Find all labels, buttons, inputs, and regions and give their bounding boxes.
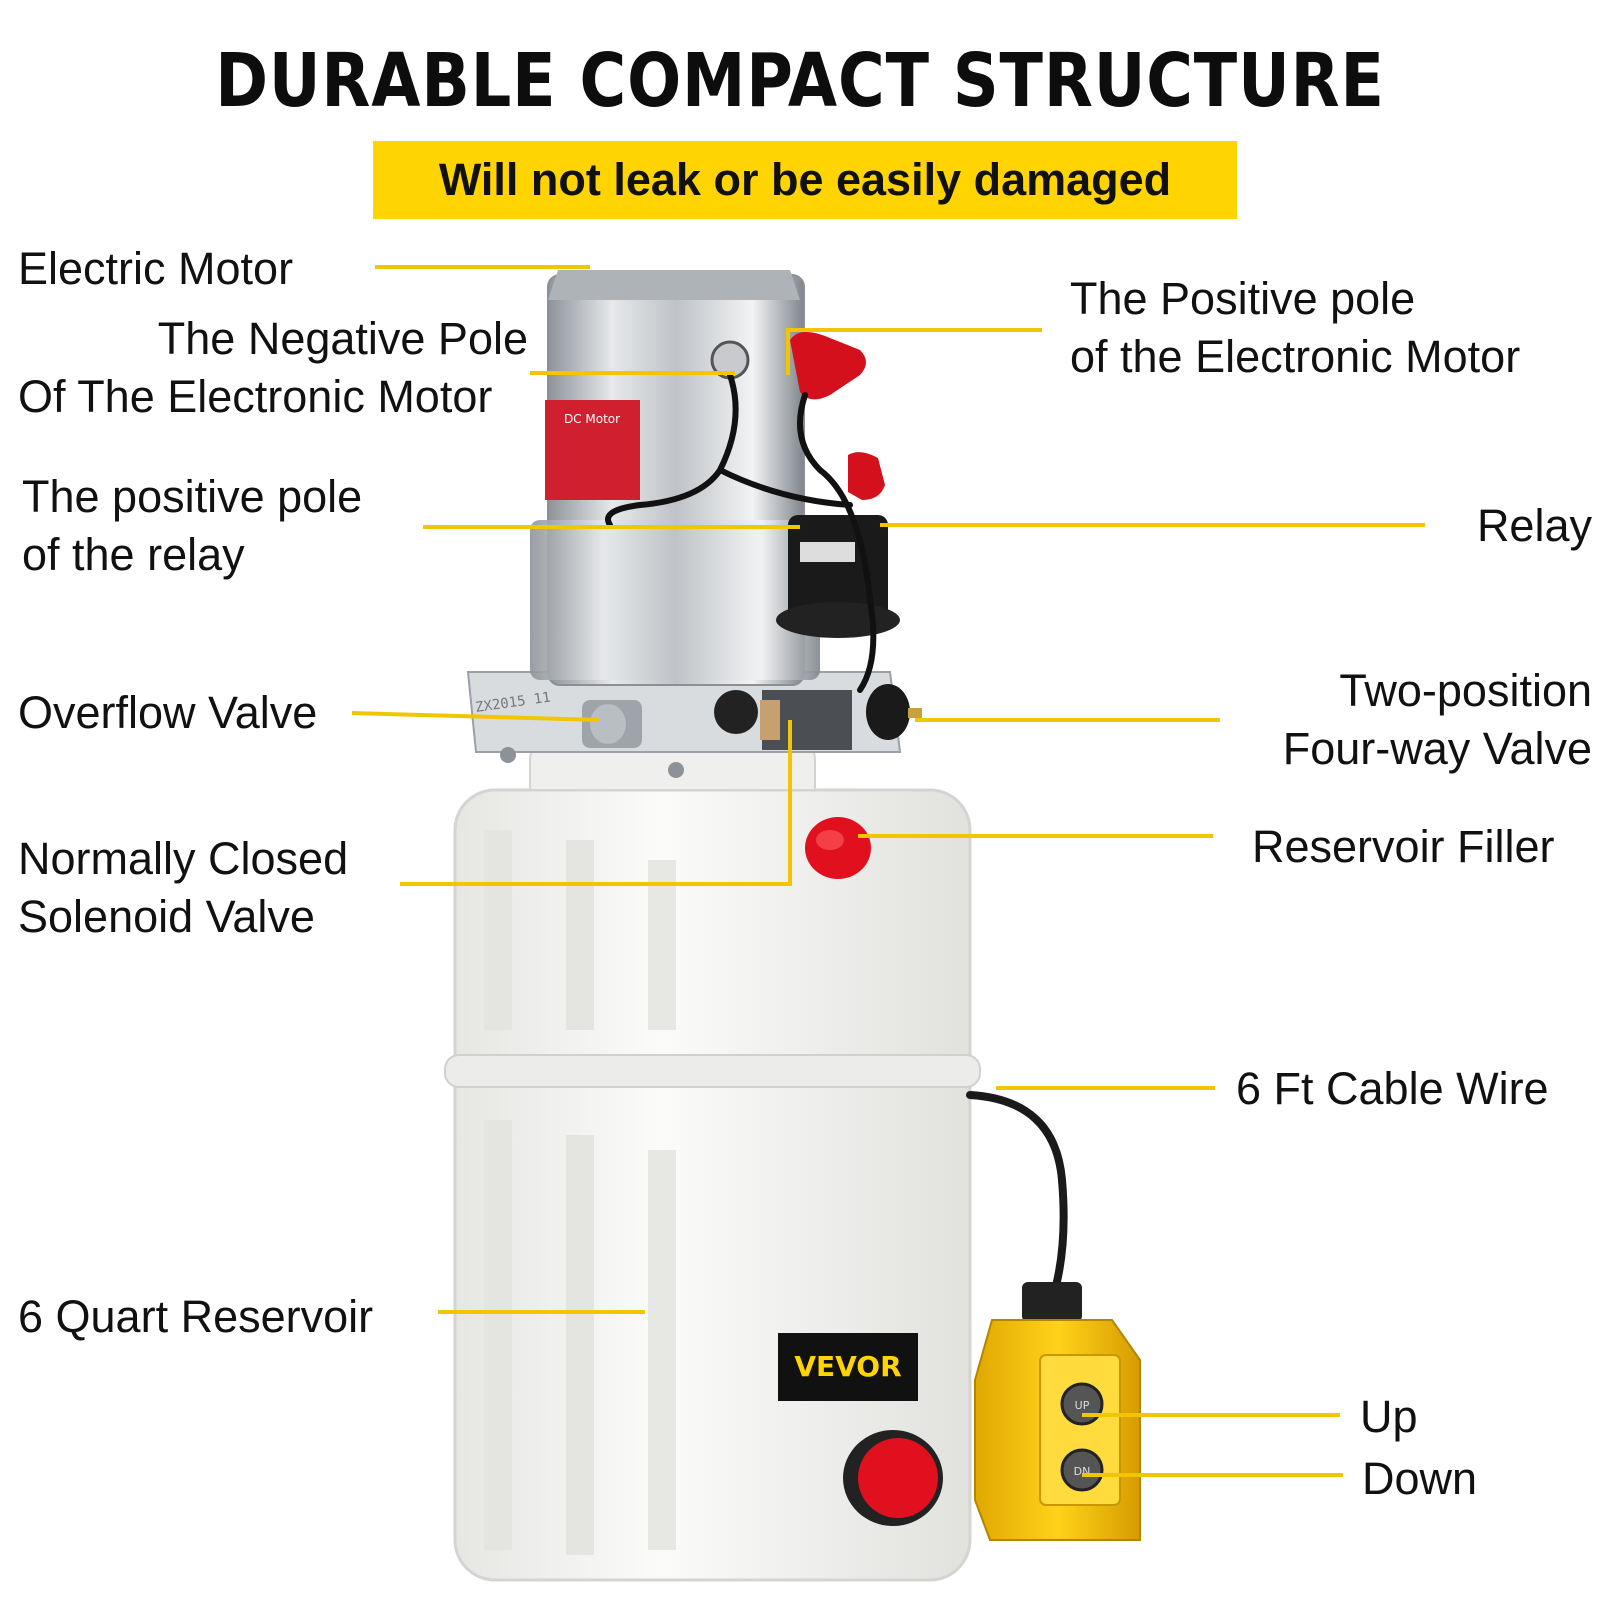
terminal-boots xyxy=(790,331,885,500)
svg-text:VEVOR: VEVOR xyxy=(794,1350,901,1383)
reservoir-filler-cap xyxy=(805,817,871,879)
page-title: DURABLE COMPACT STRUCTURE xyxy=(215,38,1385,124)
label-relay: Relay xyxy=(1476,500,1592,551)
label-solenoid-line2: Solenoid Valve xyxy=(18,891,315,942)
leader-solenoid-valve xyxy=(400,720,792,886)
label-fourway-line1: Two-position xyxy=(1339,665,1592,716)
controller-cable xyxy=(966,1091,1068,1304)
drain-cap xyxy=(843,1430,943,1526)
electric-motor: DC Motor xyxy=(530,270,820,686)
label-motor-positive-line1: The Positive pole xyxy=(1070,273,1416,324)
svg-text:UP: UP xyxy=(1075,1399,1090,1412)
leader-motor-positive xyxy=(786,328,1042,375)
label-fourway-line2: Four-way Valve xyxy=(1282,723,1592,774)
down-button: DN xyxy=(1060,1448,1104,1492)
label-overflow-valve: Overflow Valve xyxy=(18,687,318,738)
motor-wires xyxy=(605,372,877,693)
label-reservoir-filler: Reservoir Filler xyxy=(1252,821,1555,872)
label-relay-positive-line1: The positive pole xyxy=(22,471,363,522)
label-reservoir: 6 Quart Reservoir xyxy=(18,1291,374,1342)
label-solenoid-line1: Normally Closed xyxy=(18,833,349,884)
pendant-controller xyxy=(974,1282,1141,1541)
label-relay-positive-line2: of the relay xyxy=(22,529,245,580)
label-up: Up xyxy=(1360,1391,1418,1442)
relay xyxy=(776,515,900,638)
label-negative-pole-line2: Of The Electronic Motor xyxy=(18,371,493,422)
label-cable: 6 Ft Cable Wire xyxy=(1236,1063,1549,1114)
up-button: UP xyxy=(1060,1382,1104,1426)
svg-text:DC Motor: DC Motor xyxy=(564,412,620,426)
vevor-logo: VEVOR xyxy=(778,1333,918,1401)
leader-lines xyxy=(351,265,1425,1477)
subtitle-banner: Will not leak or be easily damaged xyxy=(373,141,1237,219)
subtitle-text: Will not leak or be easily damaged xyxy=(438,154,1172,205)
label-electric-motor: Electric Motor xyxy=(18,243,294,294)
leader-overflow-valve xyxy=(351,711,601,722)
label-negative-pole-line1: The Negative Pole xyxy=(157,313,528,364)
label-down: Down xyxy=(1362,1453,1478,1504)
label-motor-positive-line2: of the Electronic Motor xyxy=(1070,331,1521,382)
